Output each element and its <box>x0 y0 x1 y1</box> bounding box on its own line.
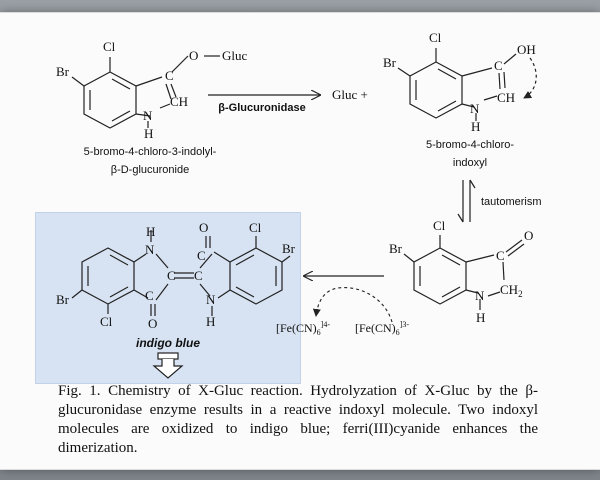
oxidation-arrow: [Fe(CN)6]4- [Fe(CN)6]3- <box>276 276 409 337</box>
atom-h: H <box>476 310 485 325</box>
atom-cl: Cl <box>429 30 442 45</box>
atom-c: C <box>167 268 176 283</box>
atom-h: H <box>144 126 153 141</box>
atom-o: O <box>189 48 198 63</box>
ferricyanide-label: [Fe(CN)6]3- <box>355 320 409 337</box>
ferrocyanide-label: [Fe(CN)6]4- <box>276 320 330 337</box>
glucuronide-name-line2: β-D-glucuronide <box>111 164 189 176</box>
atom-oh: OH <box>517 42 536 57</box>
indoxyl-structure: Cl Br OH C CH N H 5-bromo-4-chloro- indo… <box>383 30 537 169</box>
atom-h: H <box>146 224 155 239</box>
glucuronide-structure: Cl Br O Gluc C CH N H 5-bromo-4-chloro-3… <box>56 39 248 176</box>
atom-br: Br <box>56 64 70 79</box>
atom-cl: Cl <box>103 39 116 54</box>
atom-h: H <box>206 314 215 329</box>
atom-c: C <box>145 288 154 303</box>
atom-br: Br <box>282 241 296 256</box>
atom-c: C <box>194 268 203 283</box>
atom-n: N <box>145 242 155 257</box>
atom-o: O <box>524 228 533 243</box>
atom-br: Br <box>389 241 403 256</box>
hydrolysis-arrow: β-Glucuronidase <box>208 95 320 114</box>
indigo-structure: H N O C C C C O N H Cl Br Br Cl indigo b… <box>56 220 296 350</box>
atom-c: C <box>165 68 174 83</box>
tautomerism-arrows: tautomerism <box>457 179 542 223</box>
glucuronide-name-line1: 5-bromo-4-chloro-3-indolyl- <box>84 146 217 158</box>
tautomerism-label: tautomerism <box>481 196 542 208</box>
atom-ch2: CH2 <box>500 282 523 299</box>
precipitate-arrow-icon <box>152 352 184 379</box>
keto-indoxyl-structure: Cl Br O C CH2 N H <box>389 218 533 325</box>
indoxyl-name-line2: indoxyl <box>453 157 487 169</box>
gluc-plus-label: Gluc + <box>332 87 368 102</box>
atom-cl: Cl <box>249 220 262 235</box>
atom-n: N <box>475 288 485 303</box>
indigo-blue-label: indigo blue <box>136 336 200 350</box>
figure-caption: Fig. 1. Chemistry of X-Gluc reaction. Hy… <box>58 383 538 456</box>
atom-br: Br <box>56 292 70 307</box>
atom-ch: CH <box>170 94 188 109</box>
atom-cl: Cl <box>100 314 113 329</box>
atom-h: H <box>471 119 480 134</box>
indoxyl-name-line1: 5-bromo-4-chloro- <box>426 139 514 151</box>
enzyme-label: β-Glucuronidase <box>218 102 305 114</box>
atom-n: N <box>470 101 480 116</box>
atom-o: O <box>199 220 208 235</box>
atom-n: N <box>143 108 153 123</box>
atom-ch: CH <box>497 90 515 105</box>
atom-cl: Cl <box>433 218 446 233</box>
atom-c: C <box>197 248 206 263</box>
atom-n: N <box>206 292 216 307</box>
atom-c: C <box>494 58 503 73</box>
atom-br: Br <box>383 55 397 70</box>
atom-o: O <box>148 316 157 331</box>
atom-c: C <box>496 248 505 263</box>
group-gluc: Gluc <box>222 48 248 63</box>
